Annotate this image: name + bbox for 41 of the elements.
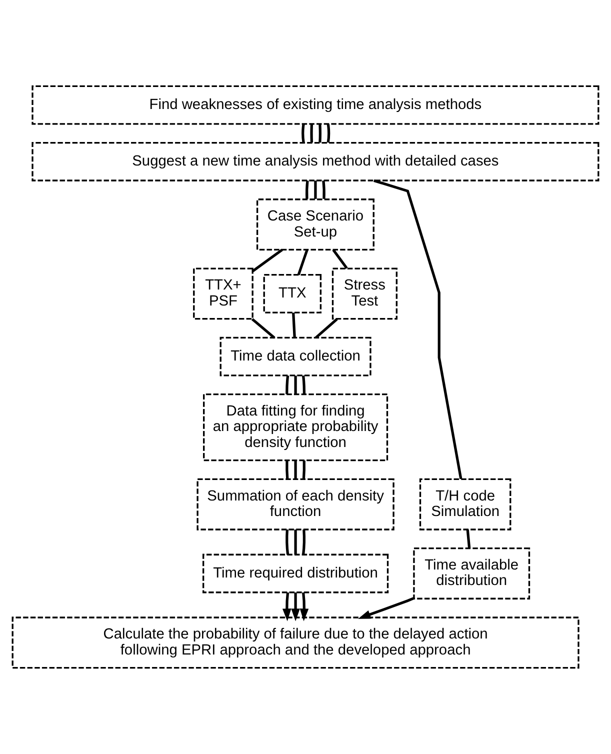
connector <box>302 460 306 480</box>
node-box: Suggest a new time analysis method with detailed cases <box>32 142 600 182</box>
connector <box>252 248 283 272</box>
connector <box>292 312 296 338</box>
node-box: Case Scenario Set-up <box>256 198 374 251</box>
connector <box>251 318 276 339</box>
arrow <box>358 597 414 619</box>
connector <box>286 460 289 480</box>
connector <box>302 376 306 394</box>
connector <box>302 530 306 555</box>
node-box: Time data collection <box>220 336 372 376</box>
connector <box>314 180 317 199</box>
node-box: TTX <box>263 274 322 314</box>
arrow <box>300 592 309 622</box>
node-box: TTX+ PSF <box>193 268 254 320</box>
connector <box>306 180 309 199</box>
connector <box>302 124 305 143</box>
connector <box>318 124 322 143</box>
arrow <box>291 592 300 622</box>
node-box: Find weaknesses of existing time analysis methods <box>32 85 600 125</box>
node-box: Stress Test <box>332 268 398 320</box>
connector <box>297 249 308 276</box>
connector <box>332 249 348 269</box>
node-box: Time available distribution <box>413 548 530 600</box>
arrow <box>282 592 292 622</box>
connector <box>466 529 471 548</box>
connector <box>294 530 297 555</box>
connector <box>310 124 314 143</box>
node-box: Summation of each density function <box>196 478 394 530</box>
connector <box>294 460 297 480</box>
node-box: T/H code Simulation <box>419 478 512 530</box>
node-box: Calculate the probability of failure due to the delayed action following EPRI approach and the developed approach <box>12 616 580 669</box>
node-box: Data fitting for finding an appropriate probability density function <box>203 393 388 462</box>
connector <box>326 124 330 143</box>
connector <box>322 180 326 199</box>
node-box: Time required distribution <box>202 554 389 594</box>
connector <box>294 376 297 394</box>
connector <box>286 530 290 555</box>
connector <box>373 179 462 480</box>
connector <box>314 318 338 339</box>
connector <box>286 376 290 394</box>
